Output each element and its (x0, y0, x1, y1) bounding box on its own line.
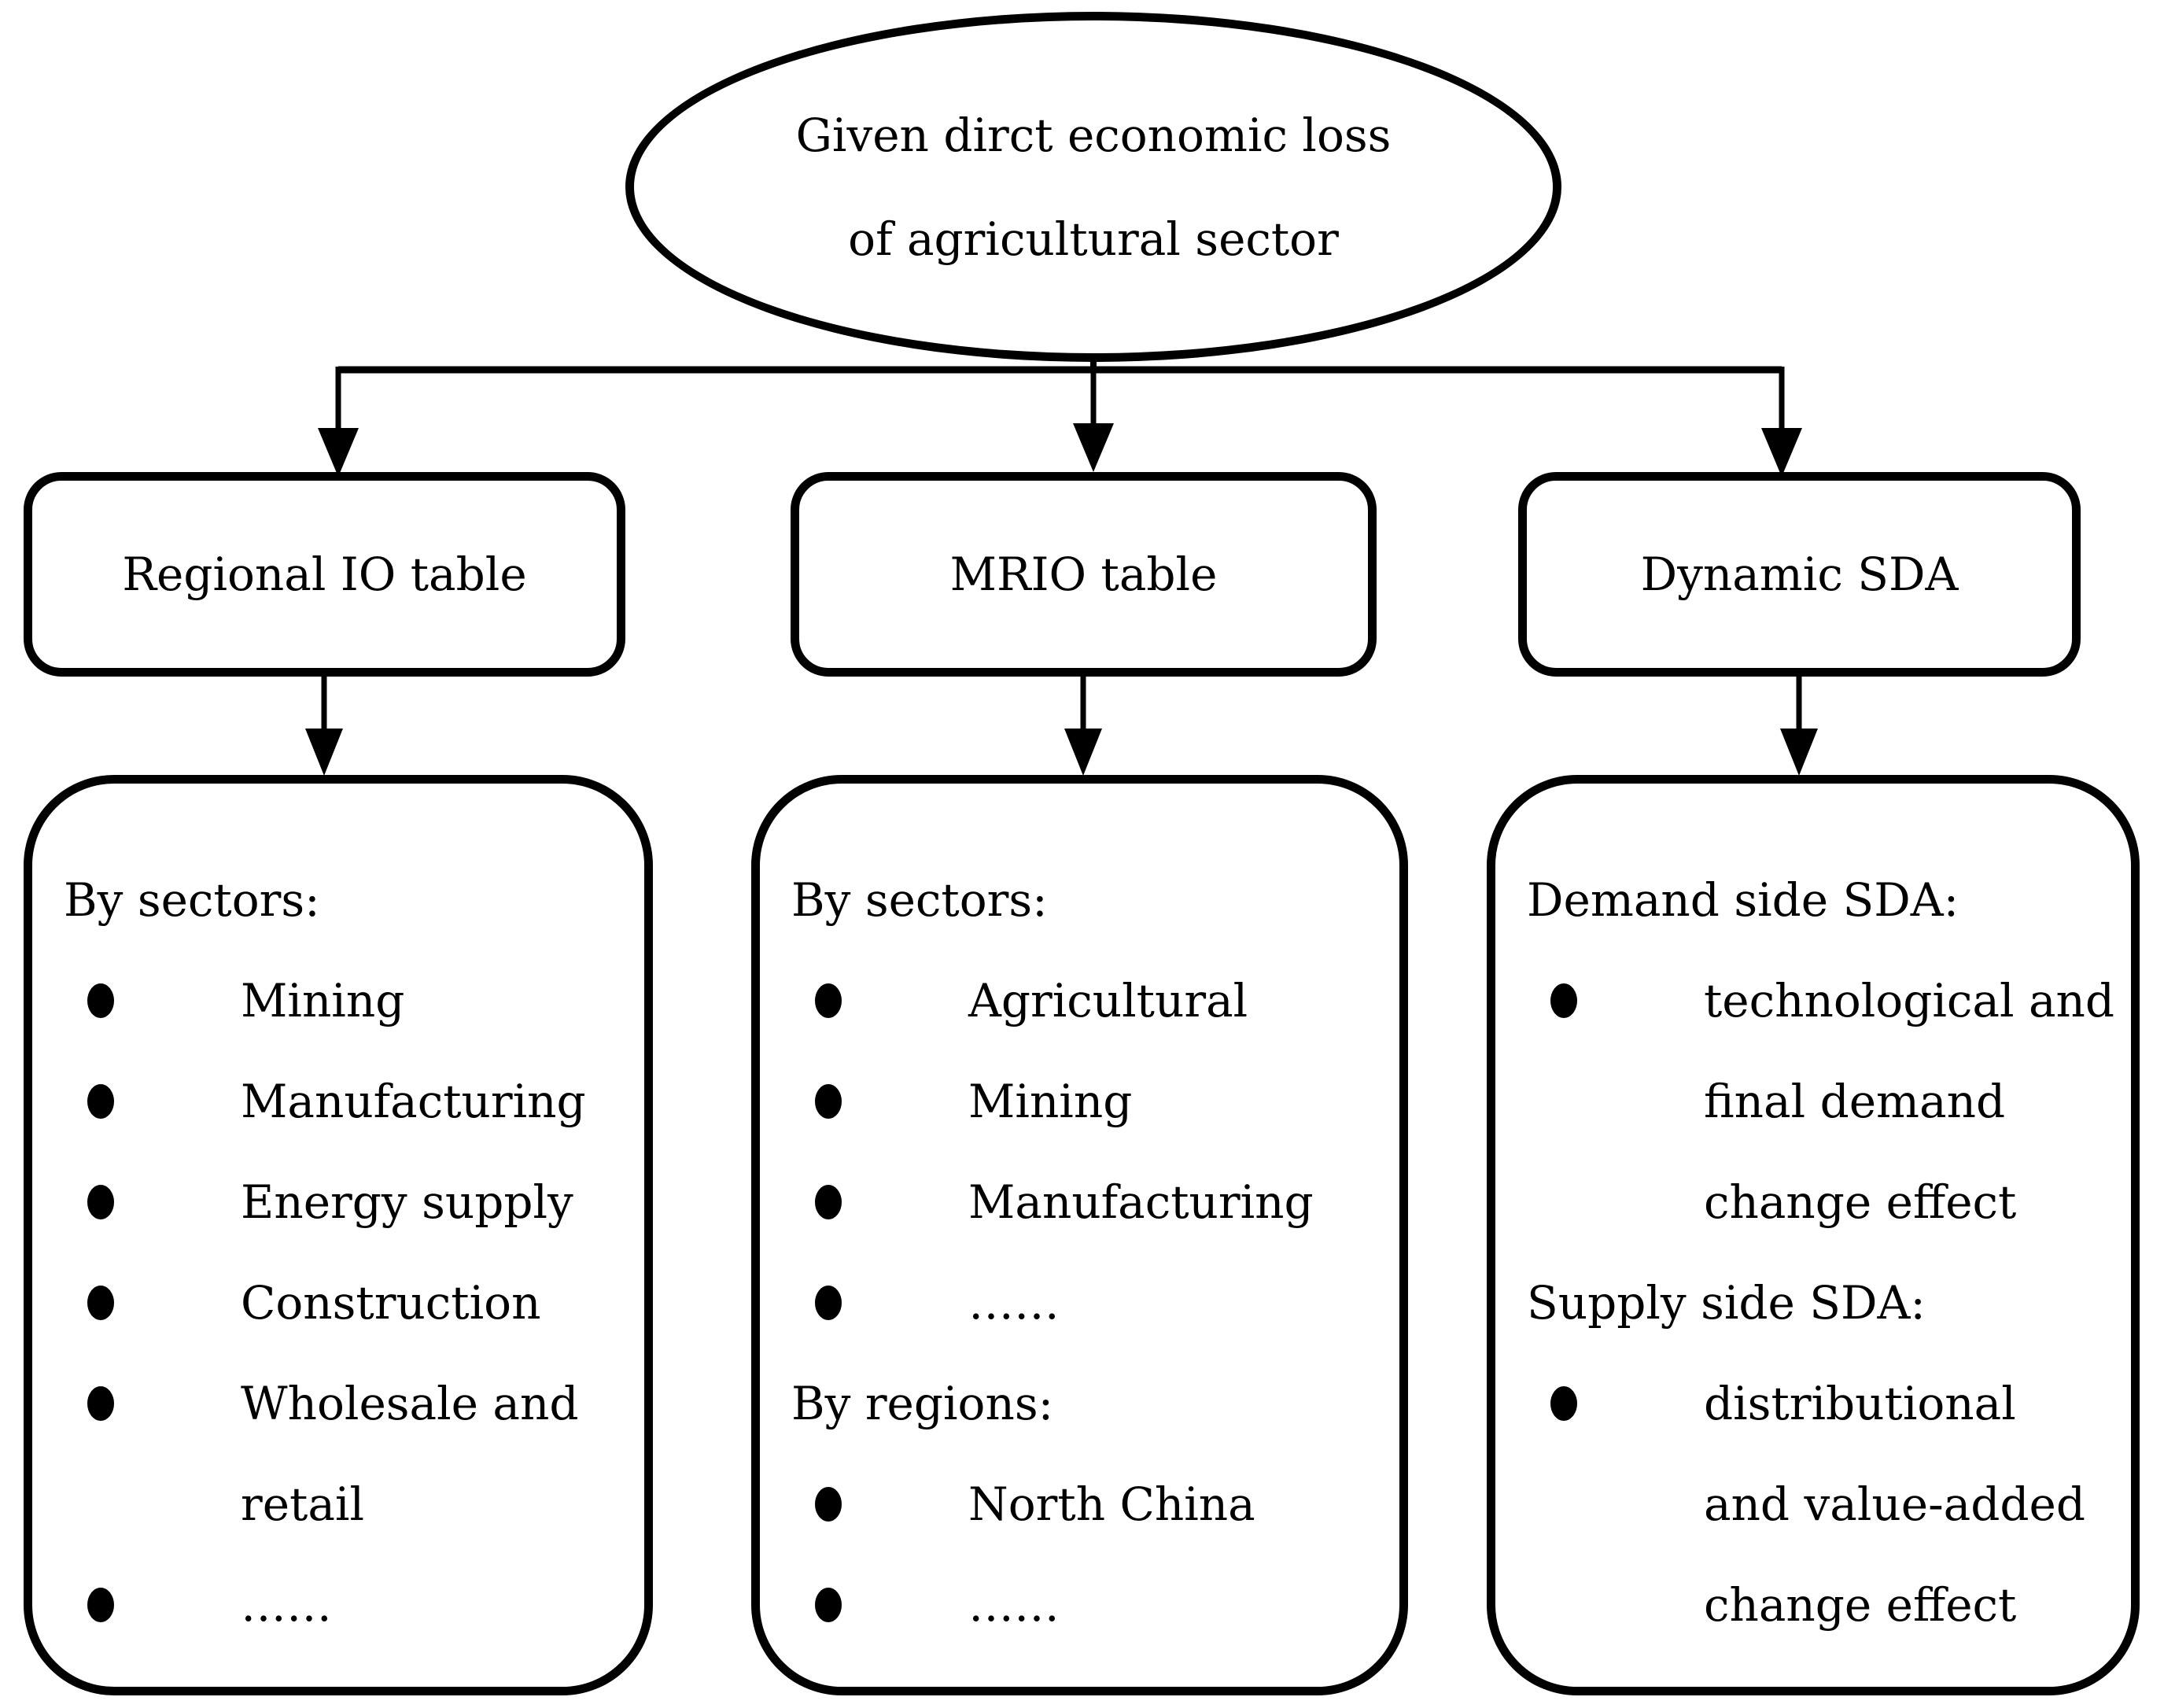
list-item-label: Construction (241, 1276, 541, 1330)
list-item-label: …… (968, 1578, 1060, 1632)
bullet-icon (87, 1084, 114, 1119)
node-regional-io-table: Regional IO table (24, 472, 625, 677)
list-heading: By regions: (791, 1353, 1381, 1454)
list-item-label: Energy supply (241, 1175, 573, 1229)
root-node-text-line1: Given dirct economic loss (795, 108, 1392, 162)
bullet-icon (815, 983, 842, 1018)
list-item-label: distributional (1704, 1377, 2016, 1430)
list-item-continuation: change effect (1527, 1152, 2112, 1252)
bullet-icon (87, 1185, 114, 1219)
list-item: …… (791, 1252, 1381, 1353)
list-heading: By sectors: (64, 850, 625, 950)
list-item-label: …… (968, 1276, 1060, 1330)
root-node-ellipse: Given dirct economic loss of agricultura… (625, 12, 1561, 362)
list-item-label: Agricultural (968, 974, 1248, 1027)
list-item: Wholesale and (64, 1353, 625, 1454)
list-heading-label: Demand side SDA: (1527, 873, 1959, 927)
list-item-label: change effect (1704, 1175, 2017, 1229)
list-regional-io-table: By sectors: Mining Manufacturing Energy … (24, 775, 653, 1695)
bullet-icon (87, 1588, 114, 1622)
list-item: Manufacturing (791, 1152, 1381, 1252)
list-item: distributional (1527, 1353, 2112, 1454)
list-item: Manufacturing (64, 1051, 625, 1152)
list-mrio-table: By sectors: Agricultural Mining Manufact… (751, 775, 1408, 1695)
list-item-label: Manufacturing (968, 1175, 1314, 1229)
list-item-label: Wholesale and (241, 1377, 579, 1430)
list-item-label: and value-added (1704, 1477, 2085, 1531)
bullet-icon (87, 983, 114, 1018)
bullet-icon (815, 1487, 842, 1522)
arrowhead-left-icon (318, 428, 359, 477)
arrowhead-mrio-list-icon (1064, 729, 1102, 776)
list-dynamic-sda: Demand side SDA: technological and final… (1487, 775, 2140, 1695)
list-item-label: North China (968, 1477, 1255, 1531)
bullet-icon (1550, 1386, 1577, 1421)
list-heading-label: Supply side SDA: (1527, 1276, 1926, 1330)
list-heading-label: By regions: (791, 1377, 1054, 1430)
bullet-icon (87, 1386, 114, 1421)
node-dynamic-sda: Dynamic SDA (1518, 472, 2081, 677)
bullet-icon (815, 1286, 842, 1320)
list-heading: By sectors: (791, 850, 1381, 950)
list-item-label: retail (241, 1477, 365, 1531)
list-item: Energy supply (64, 1152, 625, 1252)
list-item: Mining (64, 950, 625, 1051)
list-heading: Supply side SDA: (1527, 1252, 2112, 1353)
list-heading-label: By sectors: (64, 873, 320, 927)
bullet-icon (815, 1185, 842, 1219)
bullet-icon (815, 1588, 842, 1622)
arrowhead-middle-icon (1073, 423, 1114, 472)
list-item-continuation: change effect (1527, 1555, 2112, 1655)
node-mrio-table: MRIO table (791, 472, 1377, 677)
list-item-label: …… (241, 1578, 332, 1632)
list-heading-label: By sectors: (791, 873, 1048, 927)
list-heading: Demand side SDA: (1527, 850, 2112, 950)
arrowhead-right-icon (1761, 428, 1802, 477)
list-item-continuation: final demand (1527, 1051, 2112, 1152)
list-item-label: technological and (1704, 974, 2114, 1027)
bullet-icon (815, 1084, 842, 1119)
list-item-label: change effect (1704, 1578, 2017, 1632)
bullet-icon (1550, 983, 1577, 1018)
list-item: Mining (791, 1051, 1381, 1152)
arrowhead-sda-list-icon (1780, 729, 1818, 776)
list-item: North China (791, 1454, 1381, 1555)
root-node-text-line2: of agricultural sector (848, 212, 1339, 266)
list-item: Agricultural (791, 950, 1381, 1051)
list-item-label: Mining (968, 1075, 1133, 1128)
list-item-continuation: and value-added (1527, 1454, 2112, 1555)
list-item-label: Manufacturing (241, 1075, 586, 1128)
list-item: …… (791, 1555, 1381, 1655)
list-item-label: final demand (1704, 1075, 2006, 1128)
list-item-label: Mining (241, 974, 405, 1027)
list-item-continuation: retail (64, 1454, 625, 1555)
bullet-icon (87, 1286, 114, 1320)
list-item: technological and (1527, 950, 2114, 1051)
arrowhead-regional-list-icon (305, 729, 343, 776)
node-title: Dynamic SDA (1640, 548, 1959, 601)
node-title: MRIO table (949, 548, 1218, 601)
node-title: Regional IO table (122, 548, 527, 601)
list-item: …… (64, 1555, 625, 1655)
list-item: Construction (64, 1252, 625, 1353)
